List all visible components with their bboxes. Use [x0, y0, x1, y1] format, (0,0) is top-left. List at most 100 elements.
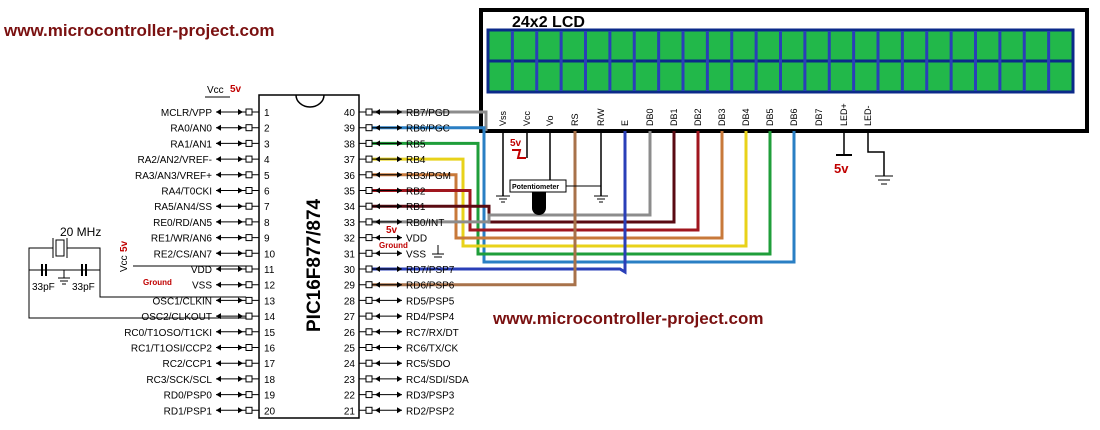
pin-pad	[365, 234, 373, 242]
pin-arrow	[216, 407, 221, 414]
pin-pad	[365, 344, 373, 351]
pin-number: 17	[264, 359, 276, 370]
pin-pad	[245, 202, 253, 210]
pin-label: RC1/T1OSI/CCP2	[131, 344, 213, 355]
pin-pad	[245, 265, 253, 273]
pin-arrow	[397, 328, 402, 335]
oscillator-circuit: 20 MHz 33pF 33pF	[28, 225, 246, 319]
pin-pad	[365, 108, 373, 116]
vcc-left-label: Vcc	[119, 255, 130, 272]
pin-label: VDD	[191, 265, 212, 276]
pin-pad	[245, 328, 253, 336]
pin-label: RD5/PSP5	[406, 296, 455, 307]
pin-arrow	[216, 156, 221, 163]
wire	[372, 131, 724, 240]
pin-arrow	[238, 156, 243, 163]
pin-arrow	[375, 281, 380, 288]
vcc-top-5v: 5v	[230, 84, 242, 95]
pin-arrow	[397, 375, 402, 382]
wire	[372, 131, 627, 275]
pin-number: 11	[264, 265, 275, 276]
pin-label: RC5/SDO	[406, 359, 451, 370]
pin-number: 30	[344, 265, 356, 276]
lcd-pin-label: DB1	[669, 108, 679, 126]
pin-pad	[365, 406, 373, 414]
pin-arrow	[375, 218, 380, 225]
pin-label: RD7/PSP7	[406, 265, 455, 276]
pin-pad	[365, 139, 373, 147]
pin-arrow	[375, 313, 380, 320]
pot-5v-label: 5v	[510, 138, 522, 149]
pin-number: 19	[264, 391, 276, 402]
pin-pad	[365, 155, 373, 163]
pin-number: 24	[344, 359, 356, 370]
pin-number: 22	[344, 391, 356, 402]
pin-arrow	[375, 124, 380, 131]
pin-label: RD2/PSP2	[406, 406, 455, 417]
pin-arrow	[238, 360, 243, 367]
pin-pad	[365, 171, 373, 179]
pin-arrow	[216, 109, 221, 115]
pin-arrow	[238, 375, 243, 382]
pin-number: 10	[264, 249, 276, 260]
pin-arrow	[216, 203, 221, 210]
osc-wire-right	[67, 247, 246, 298]
pin-label: RB0/INT	[406, 218, 444, 229]
pin-arrow	[216, 375, 221, 382]
pin-arrow	[216, 266, 221, 272]
pin-label: RA2/AN2/VREF-	[138, 155, 212, 166]
pin-label: RB5	[406, 139, 426, 150]
lcd-character-dividers	[510, 31, 1051, 91]
pin-pad	[245, 281, 253, 289]
pin-arrow	[216, 218, 221, 225]
pic-chip: PIC16F877/874 1MCLR/VPP2RA0/AN03RA1/AN14…	[124, 94, 469, 419]
pin-number: 36	[344, 171, 356, 182]
pin-label: MCLR/VPP	[161, 108, 212, 119]
pin-arrow	[216, 234, 221, 241]
pin-arrow	[397, 313, 402, 320]
pin-label: RB3/PGM	[406, 171, 451, 182]
wire	[372, 126, 796, 264]
pin-label: RC4/SDI/SDA	[406, 375, 469, 386]
crystal	[55, 239, 65, 257]
pin-pad	[365, 218, 373, 226]
pin-arrow	[238, 266, 243, 272]
pin-pad	[365, 359, 373, 367]
wire	[372, 131, 748, 248]
pin-number: 3	[264, 139, 270, 150]
pin-arrow	[238, 140, 243, 147]
lcd-pin-label: DB2	[693, 108, 703, 126]
pin-arrow	[238, 250, 243, 257]
pin-arrow	[397, 109, 402, 115]
pin-arrow	[375, 391, 380, 398]
chip-pins: 1MCLR/VPP2RA0/AN03RA1/AN14RA2/AN2/VREF-5…	[124, 108, 469, 417]
pin-pad	[245, 296, 253, 304]
lcd-pin-label: Vss	[498, 110, 508, 126]
pin-number: 38	[344, 139, 356, 150]
pin-arrow	[397, 218, 402, 225]
pin-arrow	[216, 140, 221, 147]
pin-number: 8	[264, 218, 270, 229]
pin-pad	[245, 359, 253, 367]
lcd-pin-label: R/W	[596, 108, 606, 126]
pin-arrow	[238, 344, 243, 351]
pin-arrow	[375, 360, 380, 367]
pin-arrow	[397, 140, 402, 147]
pin-label: RA0/AN0	[170, 124, 212, 135]
lcd-pin-label: RS	[570, 113, 580, 126]
pin-number: 1	[264, 108, 270, 119]
pin-pad	[365, 281, 373, 289]
pin-arrow	[238, 187, 243, 194]
pin-pad	[245, 187, 253, 194]
pin-arrow	[375, 328, 380, 335]
pin-arrow	[397, 124, 402, 131]
pin-number: 37	[344, 155, 356, 166]
pin-pad	[245, 249, 253, 257]
pin-number: 27	[344, 312, 356, 323]
pin-arrow	[216, 391, 221, 398]
pin-label: RA5/AN4/SS	[154, 202, 212, 213]
pin-number: 12	[264, 281, 276, 292]
lcd-power-circuit: 5v Potentiometer 5v	[496, 131, 893, 215]
vcc-top-label: Vcc	[207, 85, 224, 96]
